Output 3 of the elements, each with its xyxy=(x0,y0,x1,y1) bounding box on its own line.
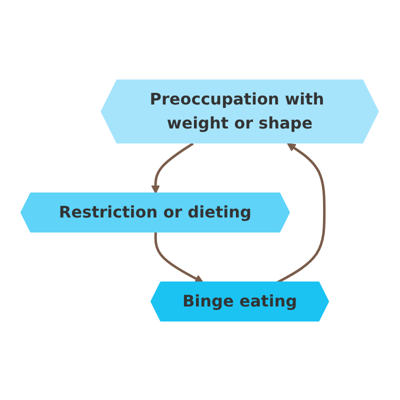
arrow xyxy=(277,142,326,284)
arrow xyxy=(154,232,204,282)
arrow xyxy=(151,142,194,194)
